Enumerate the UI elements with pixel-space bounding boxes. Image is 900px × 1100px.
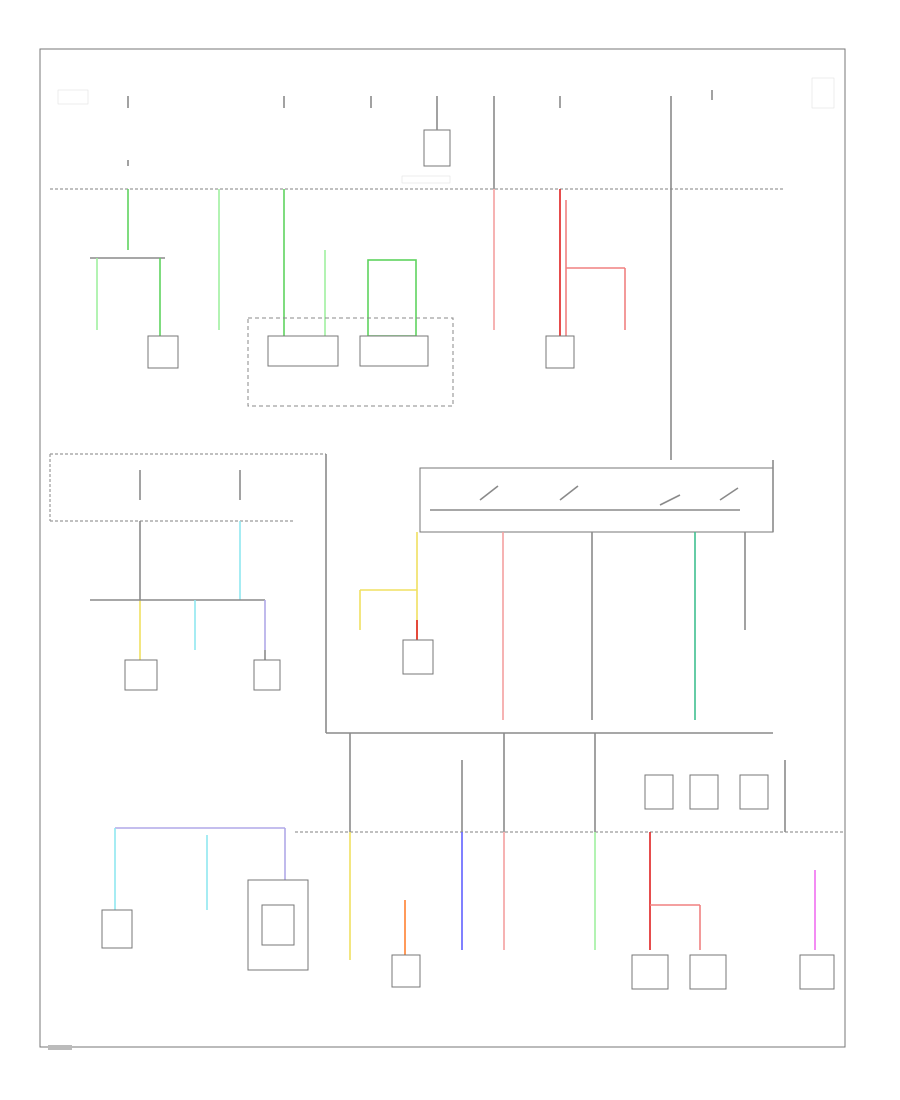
component-lower-4 [689,954,727,990]
component-lower-3 [631,954,669,990]
component-mid-1 [124,659,158,691]
relay-lower-1 [644,774,674,810]
lower-right-circuits [349,832,835,990]
wire-green-loop [367,259,417,337]
component-lower-2 [391,954,421,988]
fuse-box-relay [423,129,451,167]
fuse-box-mid-left [49,453,773,734]
component-upper-2 [545,335,575,369]
component-mid-2 [253,659,281,691]
lower-left-circuits [101,827,309,971]
fuse-box-top [50,77,835,190]
ignition-switch [359,460,774,720]
relay-lower-2 [689,774,719,810]
module-outline-upper [247,317,454,407]
relay-lower-3 [739,774,769,810]
component-lower-1 [101,909,133,949]
module-connector-a [267,335,339,367]
corner-tag-mark [48,1045,72,1050]
component-lower-5 [799,954,835,990]
upper-circuits [90,108,672,460]
fuse-box-lower [295,733,845,833]
module-connector-b [359,335,429,367]
fuse-stubs-top [127,90,713,166]
diagram-frame [39,48,846,1048]
component-ign-1 [402,639,434,675]
component-upper-1 [147,335,179,369]
